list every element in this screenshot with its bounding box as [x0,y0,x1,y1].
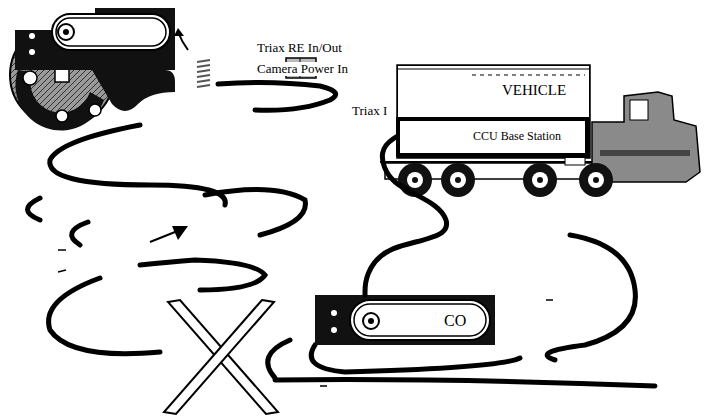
triax-cable [28,82,656,386]
tick-marks [58,250,553,386]
arrow-head [172,226,188,240]
node-text: CO [443,312,467,330]
node-text: CCU Base Station [472,130,562,143]
arrow-head [174,28,184,36]
cross-mark [164,300,278,414]
camera-unit [15,8,175,70]
vehicle-box: VEHICLE CCU Base Station [397,65,590,158]
cable-strands [197,60,210,87]
base-station-box: CCU Base Station [396,117,589,157]
triax-cable-link [365,137,447,295]
connector-label: Camera Power In [256,62,349,76]
connector-label: Triax RE In/Out [256,41,343,55]
node-text: VEHICLE [501,82,567,99]
ccu-unit-box: CO [315,295,495,345]
ccu-unit [315,295,495,345]
cable-label: Triax I [351,104,388,118]
truck-wheels [398,163,613,197]
